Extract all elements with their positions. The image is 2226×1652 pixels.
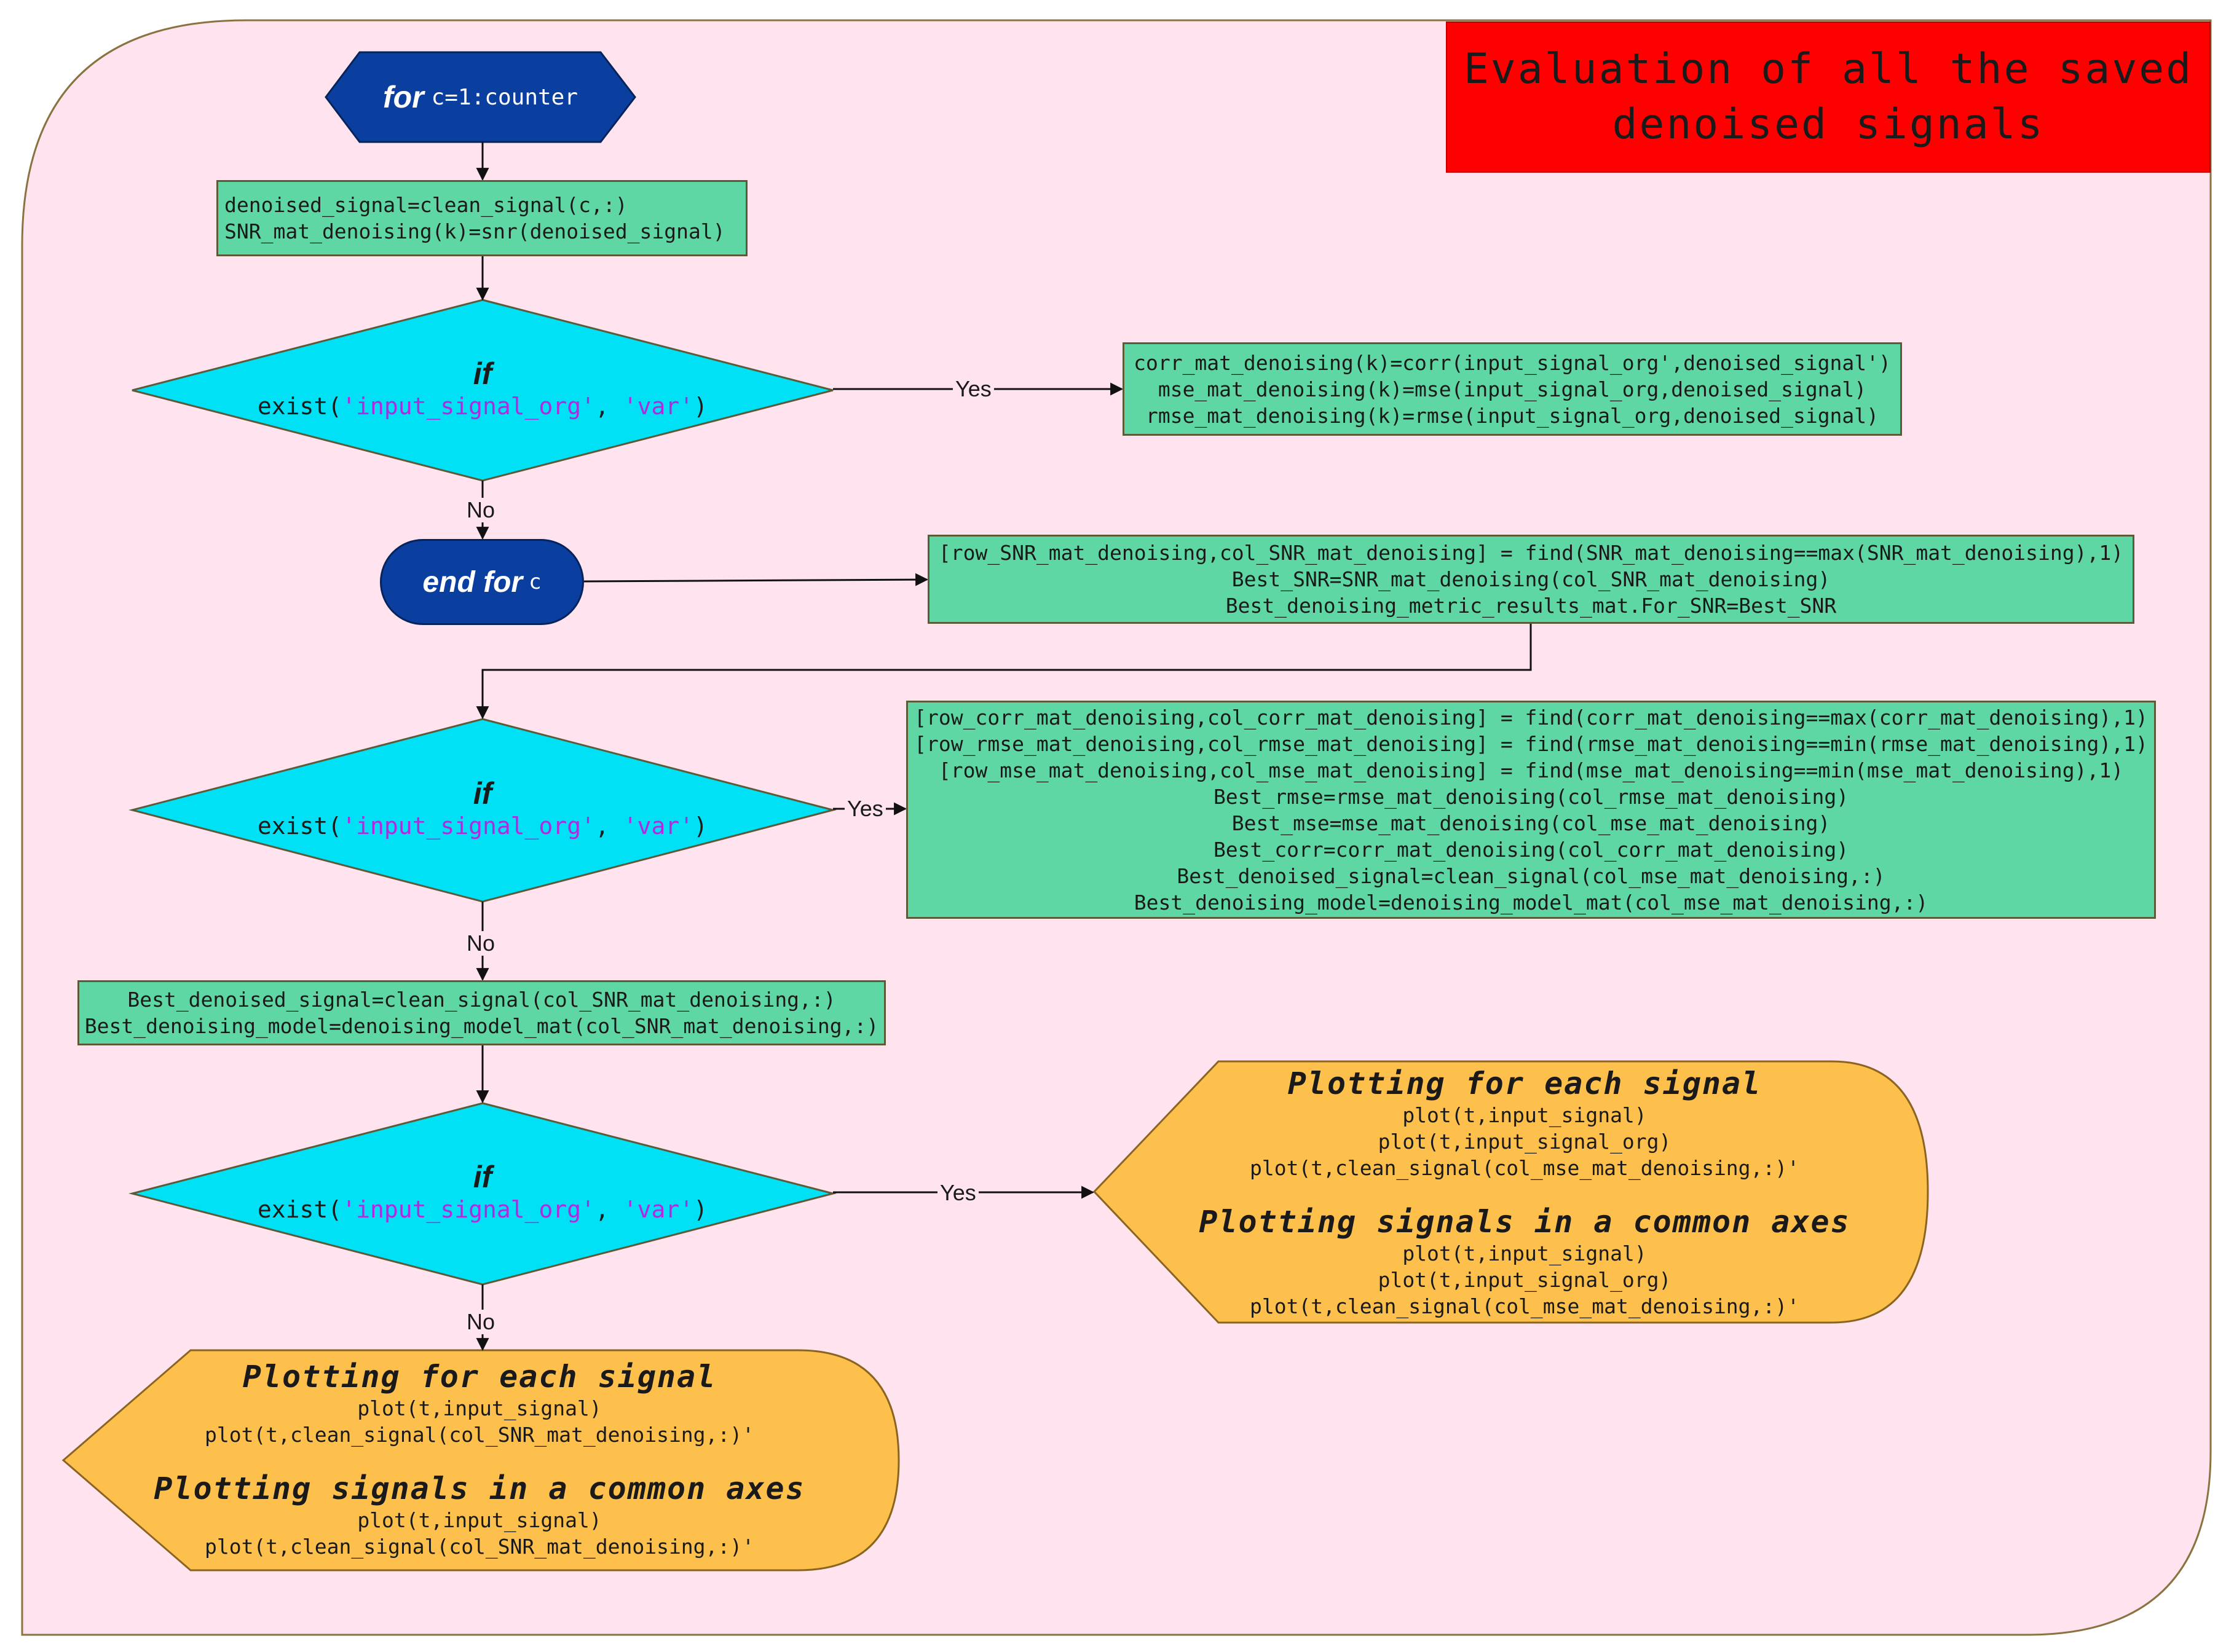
if-condition: exist('input_signal_org', 'var') [257,812,708,840]
process-best-by-snr: Best_denoised_signal=clean_signal(col_SN… [77,980,886,1045]
process-best-metrics: [row_corr_mat_denoising,col_corr_mat_den… [906,701,2156,919]
process-line: Best_denoising_metric_results_mat.For_SN… [1225,594,1837,618]
if-condition: exist('input_signal_org', 'var') [257,1196,708,1223]
title-banner: Evaluation of all the saved denoised sig… [1446,22,2211,173]
end-for-var: c [529,570,542,594]
process-line: Best_denoised_signal=clean_signal(col_ms… [1177,863,1885,888]
process-line: Best_corr=corr_mat_denoising(col_corr_ma… [1213,837,1849,862]
edge-endfor-to-best-snr [583,573,929,586]
plot-output-yes-shape [1092,1060,1929,1324]
plot-heading: Plotting signals in a common axes [154,1471,805,1506]
process-line: Best_denoising_model=denoising_model_mat… [1134,890,1928,914]
plot-heading: Plotting signals in a common axes [1199,1204,1850,1240]
decision-3-label: if exist('input_signal_org', 'var') [132,1160,833,1225]
plot-output-no: Plotting for each signal plot(t,input_si… [111,1358,848,1560]
process-line: [row_corr_mat_denoising,col_corr_mat_den… [914,705,2148,730]
edge-label-yes-3: Yes [937,1181,979,1205]
edge-label-yes-1: Yes [953,377,994,401]
edge-label-no-1: No [464,498,498,522]
process-line: [row_SNR_mat_denoising,col_SNR_mat_denoi… [938,541,2124,565]
if-keyword: if [473,356,492,391]
plot-line: plot(t,input_signal) [357,1396,602,1420]
if-keyword: if [473,776,492,811]
title-text: Evaluation of all the saved denoised sig… [1463,45,2193,149]
plot-line: plot(t,clean_signal(col_mse_mat_denoisin… [1249,1156,1800,1180]
if-condition: exist('input_signal_org', 'var') [257,393,708,420]
process-best-snr: [row_SNR_mat_denoising,col_SNR_mat_denoi… [928,535,2134,624]
process-line: rmse_mat_denoising(k)=rmse(input_signal_… [1145,403,1879,428]
process-line: SNR_mat_denoising(k)=snr(denoised_signal… [224,219,725,243]
process-metrics-per-k: corr_mat_denoising(k)=corr(input_signal_… [1123,342,1902,436]
end-for-terminator: end for c [380,539,584,625]
process-line: Best_denoising_model=denoising_model_mat… [84,1014,879,1038]
plot-output-no-shape [61,1349,900,1571]
process-line: Best_SNR=SNR_mat_denoising(col_SNR_mat_d… [1231,567,1831,591]
for-loop-hexagon [325,51,636,143]
process-line: [row_mse_mat_denoising,col_mse_mat_denoi… [938,758,2124,782]
plot-line: plot(t,input_signal) [1402,1241,1647,1265]
plot-line: plot(t,clean_signal(col_SNR_mat_denoisin… [204,1423,755,1447]
plot-line: plot(t,clean_signal(col_mse_mat_denoisin… [1249,1294,1800,1318]
for-keyword: for [382,80,424,114]
end-for-keyword: end for [422,565,523,599]
edge-best-snr-to-if2 [476,624,1532,720]
for-loop-label: for c=1:counter [326,52,635,142]
decision-1-label: if exist('input_signal_org', 'var') [132,356,833,422]
if-keyword: if [473,1160,492,1194]
process-line: Best_rmse=rmse_mat_denoising(col_rmse_ma… [1213,784,1849,809]
edge-label-yes-2: Yes [845,796,886,821]
plot-line: plot(t,input_signal) [357,1508,602,1532]
process-line: denoised_signal=clean_signal(c,:) [224,193,628,217]
plot-line: plot(t,input_signal) [1402,1103,1647,1127]
decision-2-label: if exist('input_signal_org', 'var') [132,776,833,841]
process-line: Best_mse=mse_mat_denoising(col_mse_mat_d… [1231,811,1831,835]
plot-heading: Plotting for each signal [1287,1066,1762,1101]
plot-output-yes: Plotting for each signal plot(t,input_si… [1143,1065,1906,1320]
process-line: [row_rmse_mat_denoising,col_rmse_mat_den… [914,731,2148,756]
plot-line: plot(t,input_signal_org) [1378,1130,1671,1154]
edge-label-no-2: No [464,931,498,956]
plot-line: plot(t,clean_signal(col_SNR_mat_denoisin… [204,1535,755,1559]
plot-line: plot(t,input_signal_org) [1378,1268,1671,1292]
process-line: corr_mat_denoising(k)=corr(input_signal_… [1134,350,1891,375]
process-denoised-signal: denoised_signal=clean_signal(c,:) SNR_ma… [216,180,748,256]
process-line: mse_mat_denoising(k)=mse(input_signal_or… [1158,377,1867,401]
process-line: Best_denoised_signal=clean_signal(col_SN… [127,988,836,1012]
for-range: c=1:counter [431,84,578,110]
edge-label-no-3: No [464,1310,498,1334]
plot-heading: Plotting for each signal [242,1359,717,1394]
